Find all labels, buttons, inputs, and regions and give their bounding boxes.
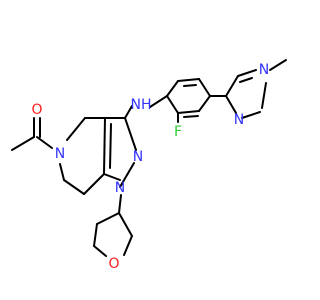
bond bbox=[96, 212, 120, 225]
bond bbox=[124, 105, 133, 119]
bond bbox=[198, 78, 211, 97]
thf-oxygen-label: O bbox=[108, 256, 119, 272]
bond bbox=[83, 173, 105, 195]
bond bbox=[103, 117, 106, 175]
bond bbox=[239, 77, 253, 83]
bond bbox=[123, 235, 133, 256]
fluorine-label: F bbox=[174, 124, 182, 140]
bond bbox=[118, 212, 133, 237]
pyrazole-nitrogen-label: N bbox=[133, 149, 143, 165]
bond bbox=[177, 78, 200, 82]
methylpyrazole-nitrogen-label: N bbox=[259, 62, 269, 78]
bond bbox=[93, 223, 98, 247]
bond bbox=[149, 95, 168, 108]
bond bbox=[166, 95, 179, 114]
bond bbox=[119, 162, 135, 188]
bond bbox=[237, 69, 257, 77]
atom-labels: O N NH F N N N N O bbox=[31, 62, 269, 272]
bond bbox=[59, 163, 65, 181]
bond bbox=[118, 194, 122, 214]
amine-nh-label: NH bbox=[131, 97, 152, 113]
bond bbox=[183, 115, 199, 118]
molecule-structure-diagram: O N NH F N N N N O bbox=[11, 59, 287, 272]
bond bbox=[198, 95, 211, 112]
bond bbox=[109, 123, 112, 169]
ring-nitrogen-label: N bbox=[55, 146, 65, 162]
bond bbox=[66, 117, 86, 141]
bond bbox=[269, 59, 287, 71]
bond bbox=[36, 136, 53, 149]
bond bbox=[103, 173, 121, 181]
methylpyrazole-nitrogen-label: N bbox=[234, 112, 244, 128]
bond bbox=[241, 111, 261, 119]
bond bbox=[225, 75, 239, 97]
bond bbox=[261, 82, 267, 109]
bond bbox=[63, 179, 85, 195]
pyrazole-n1-label: N bbox=[115, 180, 125, 196]
bond bbox=[93, 245, 107, 257]
bond bbox=[124, 117, 137, 151]
bond bbox=[11, 136, 35, 151]
bond bbox=[166, 80, 179, 97]
bond bbox=[183, 84, 197, 87]
bond-lines bbox=[11, 59, 287, 257]
bond bbox=[225, 95, 237, 114]
carbonyl-oxygen-label: O bbox=[31, 102, 42, 118]
bond bbox=[177, 110, 200, 114]
